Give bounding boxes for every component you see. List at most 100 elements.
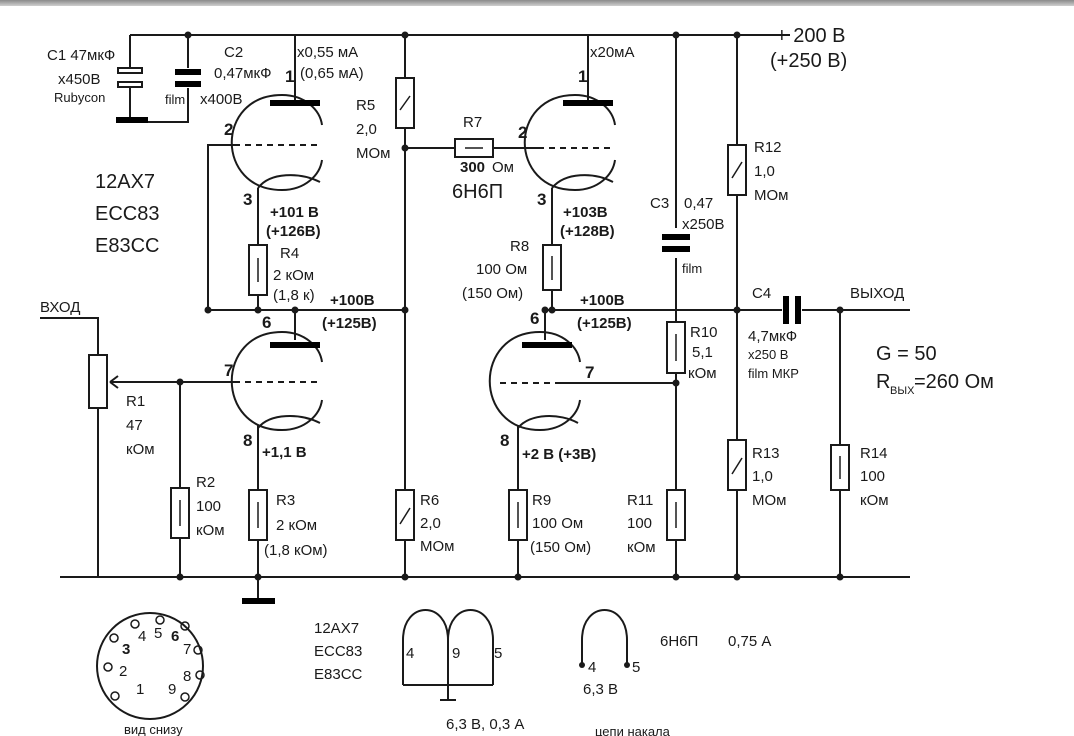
svg-text:R5: R5	[356, 97, 375, 114]
label-c3: C3 0,47 х250В film	[650, 195, 725, 276]
heater-12ax7: 12AX7 ECC83 E83CC 4 9 5 6,3 В, 0,3 А	[314, 609, 524, 733]
svg-text:кОм: кОм	[860, 492, 889, 509]
voltage-w3a: +103В	[563, 204, 608, 221]
svg-text:C3: C3	[650, 195, 669, 212]
svg-text:R4: R4	[280, 245, 299, 262]
voltage-w6a: +100В	[580, 292, 625, 309]
svg-text:4,7мкФ: 4,7мкФ	[748, 328, 797, 345]
resistor-r12	[727, 144, 747, 196]
resistor-r4	[248, 244, 268, 296]
resistor-r7	[454, 138, 494, 158]
pin-b8: 8	[500, 431, 509, 450]
junction-dots	[176, 31, 844, 581]
tube1-current: х0,55 мА	[297, 44, 358, 61]
svg-text:(150 Ом): (150 Ом)	[462, 285, 523, 302]
svg-text:ECC83: ECC83	[314, 643, 362, 660]
svg-text:(150 Ом): (150 Ом)	[530, 539, 591, 556]
svg-text:300: 300	[460, 159, 485, 176]
voltage-v6a: +100В	[330, 292, 375, 309]
wires	[40, 34, 910, 604]
svg-text:х400В: х400В	[200, 91, 243, 108]
svg-text:2 кОм: 2 кОм	[273, 267, 314, 284]
pin-b3: 3	[537, 190, 546, 209]
svg-text:E83CC: E83CC	[314, 666, 363, 683]
svg-text:R12: R12	[754, 139, 782, 156]
label-r7: R7 300 Ом	[460, 114, 514, 176]
svg-text:C4: C4	[752, 285, 771, 302]
svg-text:1,0: 1,0	[752, 468, 773, 485]
svg-text:х450В: х450В	[58, 71, 101, 88]
label-r3: R3 2 кОм (1,8 кОм)	[264, 492, 328, 559]
svg-text:R: R	[876, 371, 890, 393]
tube-2-upper	[523, 94, 616, 191]
svg-text:100: 100	[860, 468, 885, 485]
svg-text:2 кОм: 2 кОм	[276, 517, 317, 534]
svg-text:R11: R11	[627, 492, 653, 509]
pin-a2: 2	[224, 120, 233, 139]
svg-text:film: film	[165, 92, 185, 107]
voltage-v3b: (+126В)	[266, 223, 321, 240]
svg-text:100 Ом: 100 Ом	[532, 515, 583, 532]
label-r6: R6 2,0 МОм	[420, 492, 454, 555]
svg-text:МОм: МОм	[754, 187, 788, 204]
svg-text:(1,8 к): (1,8 к)	[273, 287, 315, 304]
gain-label: G = 50	[876, 343, 937, 365]
capacitor-c4	[783, 296, 801, 324]
label-r8: R8 100 Ом (150 Ом)	[462, 238, 529, 302]
label-r9: R9 100 Ом (150 Ом)	[530, 492, 591, 556]
top-border	[0, 0, 1074, 6]
label-c2: C2 0,47мкФ film х400В	[165, 44, 271, 108]
voltage-v6b: (+125В)	[322, 315, 377, 332]
input-label: ВХОД	[40, 299, 80, 316]
svg-text:МОм: МОм	[752, 492, 786, 509]
label-r12: R12 1,0 МОм	[754, 139, 788, 204]
svg-text:R6: R6	[420, 492, 439, 509]
tube1-name-2: ECC83	[95, 203, 159, 225]
capacitor-c2	[175, 69, 201, 87]
tube-socket-bottom-view: 1 2 3 4 5 6 7 8 9 вид снизу	[96, 612, 205, 736]
svg-text:R10: R10	[690, 324, 718, 341]
voltage-w3b: (+128В)	[560, 223, 615, 240]
capacitor-c3	[662, 234, 690, 252]
label-c4: C4 4,7мкФ х250 В film МКР	[748, 285, 799, 381]
svg-text:R7: R7	[463, 114, 482, 131]
svg-text:4: 4	[406, 645, 414, 662]
voltage-v3a: +101 В	[270, 204, 319, 221]
tube1-current-alt: (0,65 мА)	[300, 65, 364, 82]
pin-b1: 1	[578, 67, 587, 86]
label-r14: R14 100 кОм	[860, 445, 889, 509]
output-resistance: R ВЫХ =260 Ом	[876, 371, 994, 397]
socket-pin-4: 4	[138, 628, 146, 645]
tube2-current: х20мА	[590, 44, 635, 61]
svg-text:R1: R1	[126, 393, 145, 410]
svg-text:ВЫХ: ВЫХ	[890, 385, 915, 397]
socket-pin-2: 2	[119, 663, 127, 680]
svg-text:9: 9	[452, 645, 460, 662]
label-r1: R1 47 кОм	[126, 393, 155, 458]
pin-a6: 6	[262, 313, 271, 332]
tube-1-lower	[230, 331, 323, 431]
supply-voltage-alt: (+250 В)	[770, 50, 847, 72]
label-r13: R13 1,0 МОм	[752, 445, 786, 509]
resistor-r13	[727, 439, 747, 491]
tube-2-lower	[488, 331, 581, 431]
voltage-v8: +1,1 В	[262, 444, 307, 461]
label-r5: R5 2,0 МОм	[356, 97, 390, 162]
socket-pin-3: 3	[122, 641, 130, 658]
resistor-r14	[830, 444, 850, 491]
svg-text:R8: R8	[510, 238, 529, 255]
label-r11: R11 100 кОм	[627, 492, 656, 556]
socket-pin-8: 8	[183, 668, 191, 685]
svg-text:R13: R13	[752, 445, 780, 462]
socket-pin-7: 7	[183, 641, 191, 658]
pin-b2: 2	[518, 123, 527, 142]
pin-b7: 7	[585, 363, 594, 382]
socket-pin-9: 9	[168, 681, 176, 698]
svg-text:R2: R2	[196, 474, 215, 491]
svg-text:5: 5	[494, 645, 502, 662]
heater-6n6p: 4 5 6,3 В 6Н6П 0,75 А цепи накала	[579, 609, 771, 736]
svg-text:МОм: МОм	[356, 145, 390, 162]
svg-text:4: 4	[588, 659, 596, 676]
resistor-r10	[666, 321, 686, 374]
